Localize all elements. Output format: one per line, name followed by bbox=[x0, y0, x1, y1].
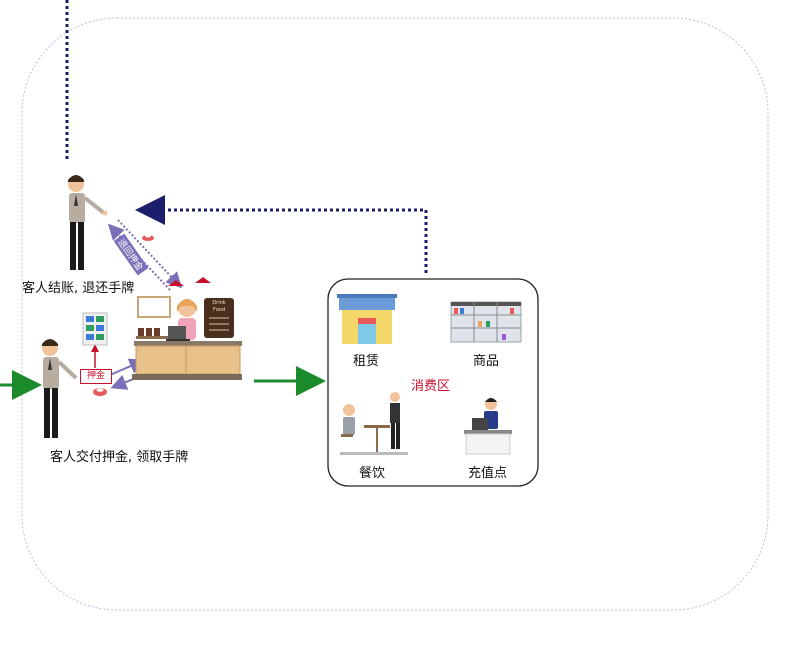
menu-food-text: Food bbox=[213, 307, 225, 313]
goods-shelf-icon bbox=[450, 301, 522, 343]
recharge-desk-icon bbox=[464, 398, 512, 455]
rental-label: 租赁 bbox=[353, 354, 380, 369]
menu-board-text: Drink Food bbox=[206, 300, 232, 314]
menu-drink-text: Drink bbox=[212, 300, 226, 306]
deposit-customer-figure bbox=[42, 339, 78, 438]
deposit-give-arrow bbox=[109, 358, 146, 376]
tag-return-arrow bbox=[117, 219, 183, 289]
rental-shop-icon bbox=[337, 294, 397, 344]
deposit-up-arrowhead bbox=[91, 344, 99, 352]
service-counter bbox=[132, 296, 242, 380]
return-path bbox=[135, 195, 428, 273]
venue-boundary bbox=[21, 17, 769, 611]
tag-token-icons bbox=[142, 234, 211, 286]
checkout-label: 客人结账, 退还手牌 bbox=[22, 281, 135, 296]
deposit-tag-text: 押金 bbox=[86, 371, 105, 381]
dining-icon bbox=[340, 392, 408, 455]
deposit-token-icon bbox=[93, 388, 107, 396]
dining-label: 餐饮 bbox=[359, 466, 386, 481]
deposit-label: 客人交付押金, 领取手牌 bbox=[50, 450, 189, 465]
goods-label: 商品 bbox=[473, 354, 500, 369]
deposit-tag: 押金 bbox=[80, 369, 112, 384]
consumption-area-title: 消费区 bbox=[411, 379, 451, 394]
tag-rack-icon bbox=[82, 312, 108, 346]
checkout-customer-figure bbox=[68, 175, 108, 270]
recharge-label: 充值点 bbox=[468, 466, 508, 481]
